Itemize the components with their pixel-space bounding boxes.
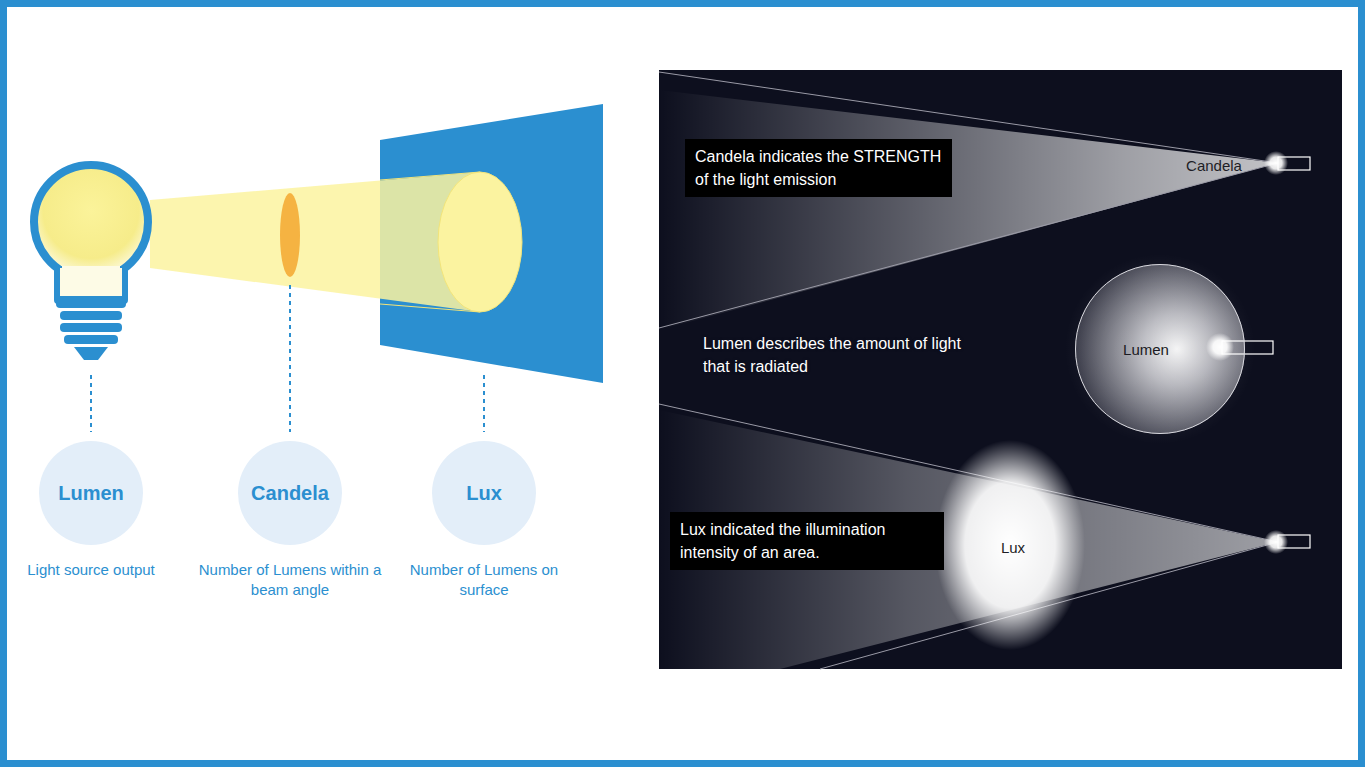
text-box: Candela indicates the STRENGTH of the li…: [685, 139, 952, 197]
text-box: Lux indicated the illumination intensity…: [670, 512, 944, 570]
circle-shape: Lumen: [39, 441, 143, 545]
description: Lux indicated the illumination intensity…: [680, 518, 934, 564]
unit-caption: Number of Lumens within a beam angle: [195, 560, 385, 600]
description: Lumen describes the amount of light that…: [703, 332, 963, 378]
unit-caption: Light source output: [0, 560, 186, 580]
description: Candela indicates the STRENGTH of the li…: [695, 145, 942, 191]
term-circle: CandelaNumber of Lumens within a beam an…: [195, 441, 385, 600]
unit-name: Lumen: [1123, 341, 1169, 358]
circle-shape: Lux: [432, 441, 536, 545]
unit-label: Candela: [1186, 157, 1242, 174]
unit-name: Candela: [251, 482, 329, 505]
unit-caption: Number of Lumens on surface: [389, 560, 579, 600]
unit-name: Lux: [466, 482, 502, 505]
term-circle: Lumen: [1075, 264, 1245, 434]
circle-shape: Candela: [238, 441, 342, 545]
unit-name: Lumen: [58, 482, 124, 505]
term-circle: LuxNumber of Lumens on surface: [389, 441, 579, 600]
unit-label: Lux: [1001, 539, 1025, 556]
term-circle: LumenLight source output: [0, 441, 186, 580]
